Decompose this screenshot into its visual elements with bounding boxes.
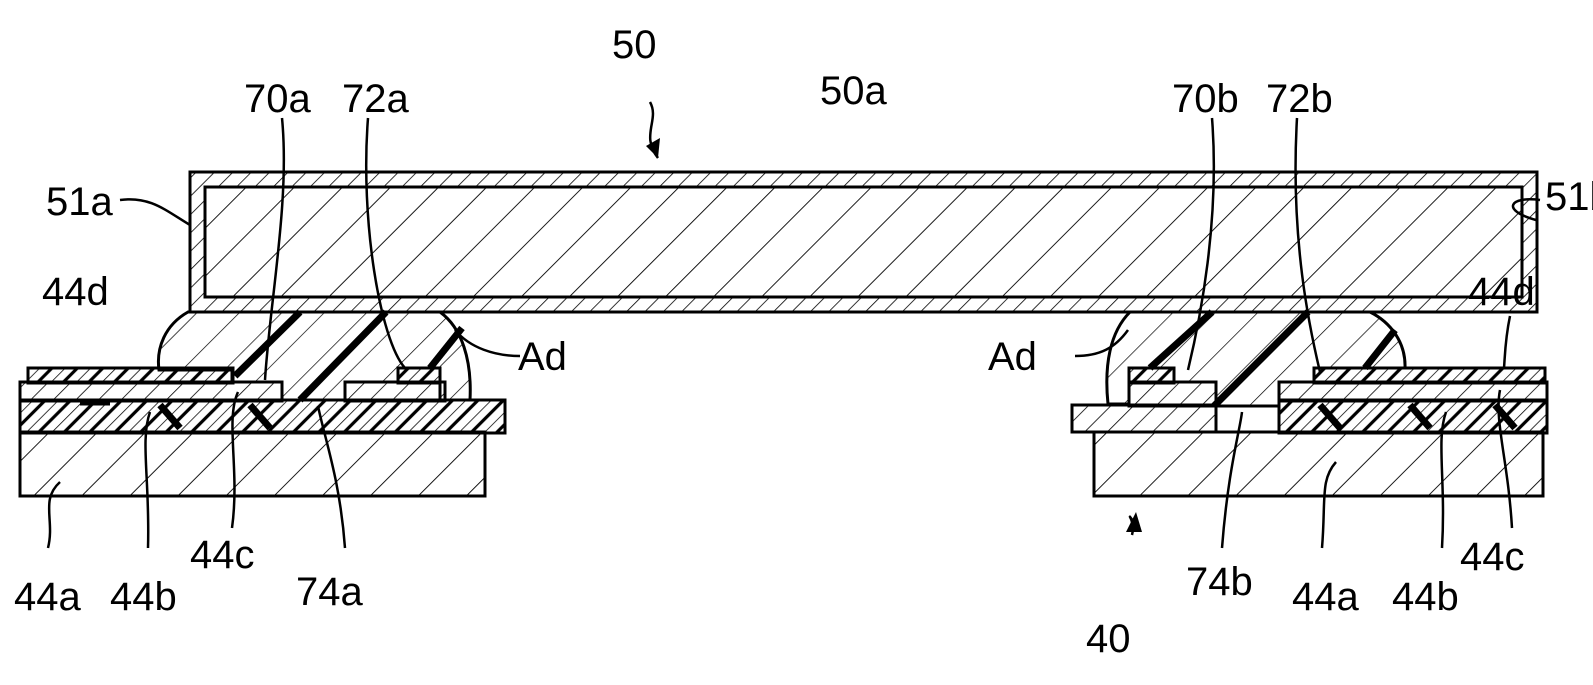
label-70b: 70b [1172,77,1239,121]
label-51a: 51a [46,180,113,224]
label-44c-right: 44c [1460,535,1525,579]
reference-labels: 50 50a 51a 51b 70a 72a 70b 72b 44d 44d A… [14,23,1593,661]
layer-44c-left [18,380,284,403]
electrode-74b [1070,403,1218,434]
electrode-74b-step [1127,380,1218,408]
label-44a-left: 44a [14,575,81,619]
layer-44d-right [1312,366,1547,385]
label-40: 40 [1086,617,1131,661]
label-ad-right: Ad [988,335,1037,379]
layer-44a-left [18,430,487,498]
label-44b-right: 44b [1392,575,1459,619]
label-44a-right: 44a [1292,575,1359,619]
left-substrate [18,366,507,498]
layer-44c-right [1277,380,1549,403]
component-50 [188,170,1539,314]
label-74a: 74a [296,570,363,614]
label-44d-left: 44d [42,270,109,314]
bump-72b [1127,366,1176,385]
core-50a-hatch [205,187,1522,297]
label-74b: 74b [1186,560,1253,604]
electrode-74a [343,380,447,403]
label-44b-left: 44b [110,575,177,619]
bump-72a [396,366,442,385]
conductive-paths [80,309,1518,431]
label-ad-left: Ad [518,335,567,379]
label-44d-right: 44d [1468,270,1535,314]
label-72a: 72a [342,77,409,121]
label-51b: 51b [1545,175,1593,219]
label-72b: 72b [1266,77,1333,121]
label-44c-left: 44c [190,533,255,577]
label-70a: 70a [244,77,311,121]
label-50a: 50a [820,69,887,113]
layer-44a-right [1092,430,1545,498]
right-substrate [1070,366,1549,498]
leader-lines [46,101,1541,549]
label-50: 50 [612,23,657,67]
